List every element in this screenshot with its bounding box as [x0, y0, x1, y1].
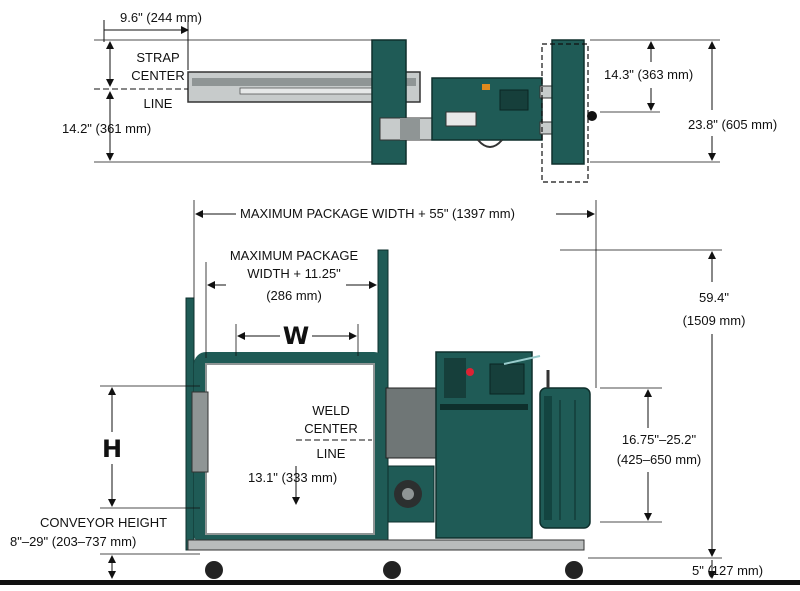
wheel-center [383, 561, 401, 579]
strap-reel [539, 387, 591, 529]
wheel-left [205, 561, 223, 579]
max-width-inner-2: WIDTH + 11.25" [247, 266, 341, 281]
strap-center-line-1: STRAP [136, 50, 180, 65]
conveyor-height-1: CONVEYOR HEIGHT [40, 515, 168, 530]
top-depth-left-label: 14.2" (361 mm) [62, 121, 152, 136]
max-width-inner-1: MAXIMUM PACKAGE [229, 248, 359, 263]
floor-line [0, 580, 800, 585]
strap-center-line-2: CENTER [131, 68, 185, 83]
top-view [94, 20, 720, 183]
weld-center-line-1: WELD [312, 403, 350, 418]
top-right-reel [551, 39, 585, 165]
strap-center-line-3: LINE [143, 96, 173, 111]
weld-center-line-2: CENTER [304, 421, 358, 436]
weld-height-label: 13.1" (333 mm) [248, 470, 338, 485]
dispenser-height-2: (425–650 mm) [616, 452, 702, 467]
side-view [0, 200, 800, 585]
ground-clearance-label: 5" (127 mm) [692, 563, 764, 578]
wheel-right [565, 561, 583, 579]
weld-center-line-3: LINE [316, 446, 346, 461]
top-left-frame [371, 39, 407, 165]
height-symbol: H [101, 435, 123, 463]
overall-height-1: 59.4" [699, 290, 729, 305]
base-rail [187, 539, 585, 551]
top-depth-total-label: 23.8" (605 mm) [688, 117, 778, 132]
top-offset-label: 9.6" (244 mm) [120, 10, 202, 25]
top-depth-inner-label: 14.3" (363 mm) [604, 67, 694, 82]
overall-height-2: (1509 mm) [682, 313, 746, 328]
width-symbol: W [282, 322, 310, 350]
max-width-inner-3: (286 mm) [266, 288, 322, 303]
conveyor-height-2: 8"–29" (203–737 mm) [10, 534, 137, 549]
weld-head [385, 387, 437, 459]
dispenser-height-1: 16.75"–25.2" [621, 432, 697, 447]
max-width-total-label: MAXIMUM PACKAGE WIDTH + 55" (1397 mm) [240, 206, 515, 221]
